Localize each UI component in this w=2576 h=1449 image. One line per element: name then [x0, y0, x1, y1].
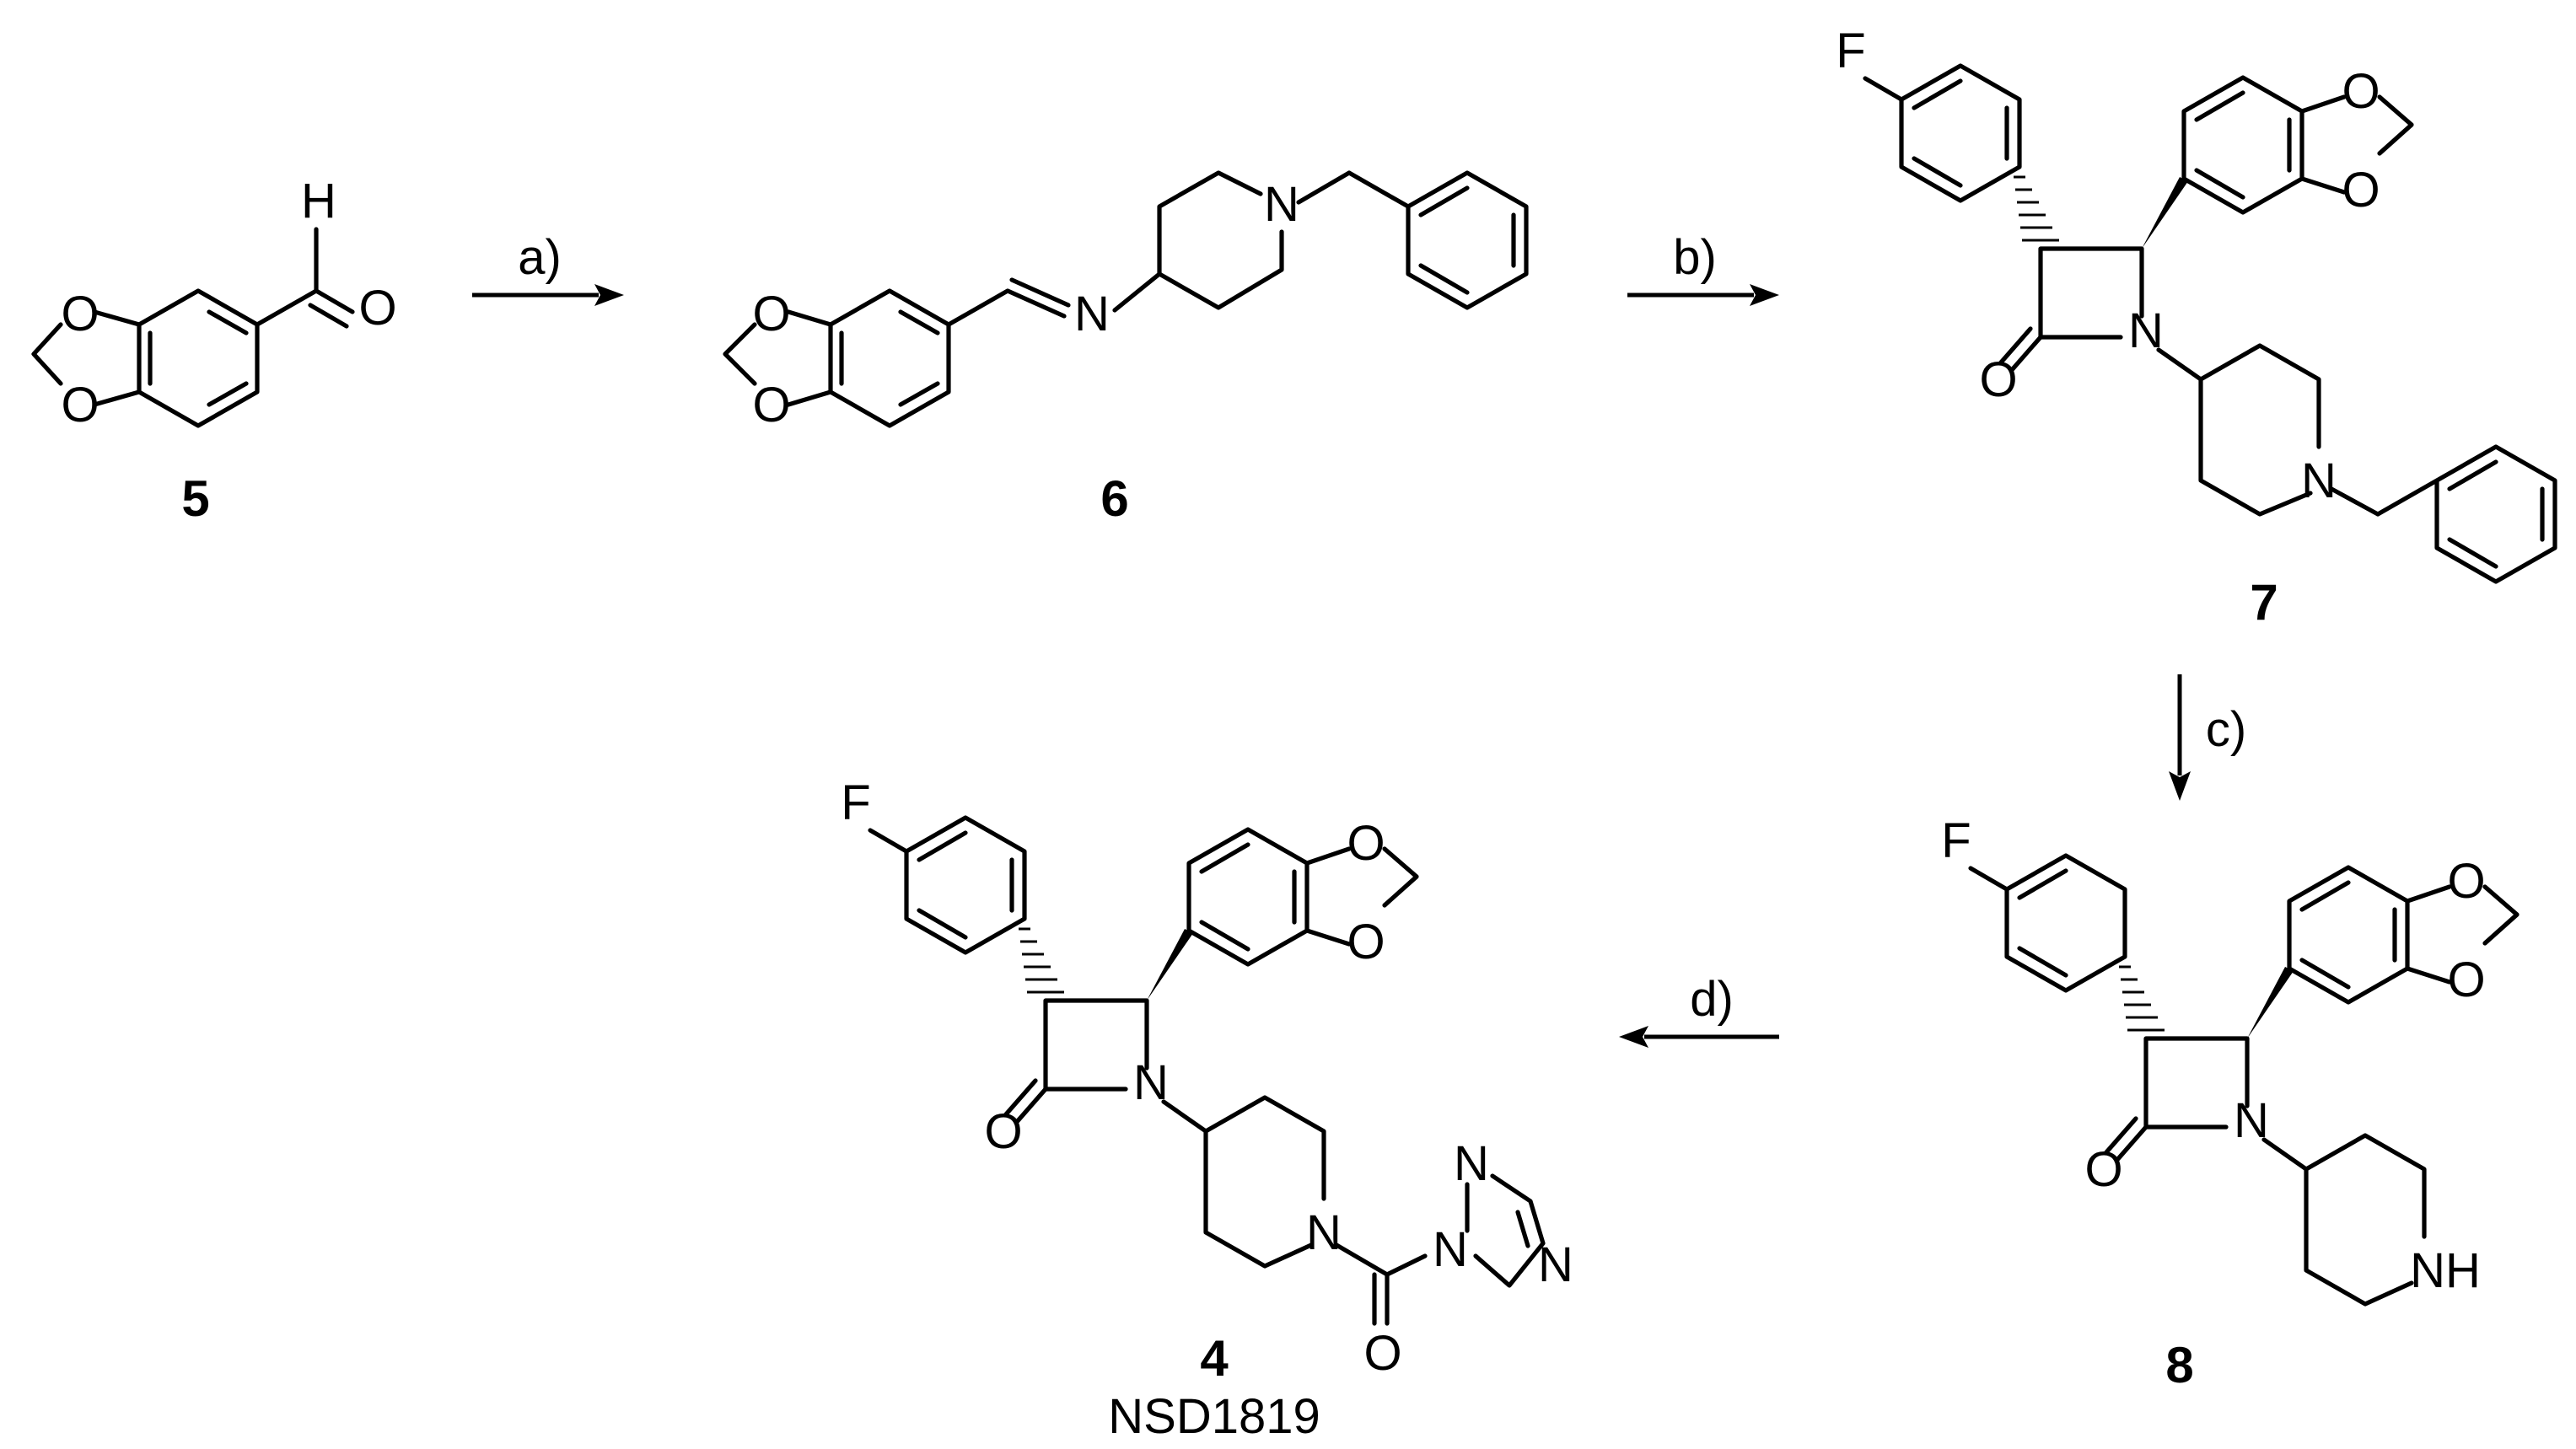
reaction-label-d: d): [1690, 972, 1734, 1027]
atom-o: O: [2342, 64, 2380, 119]
compound-4: F O N O O N N N N O 4 NSD1819: [841, 775, 1573, 1444]
atom-n: N: [1074, 287, 1110, 341]
atom-n: N: [1433, 1222, 1468, 1277]
reaction-arrow-b: b): [1627, 230, 1779, 306]
atom-o: O: [1363, 1326, 1401, 1381]
compound-label-7: 7: [2250, 574, 2278, 631]
atom-o: O: [2342, 163, 2380, 217]
atom-o: O: [2084, 1142, 2122, 1197]
atom-o: O: [752, 378, 790, 432]
atom-o: O: [984, 1104, 1022, 1159]
compound-8: F O N O O NH 8: [1941, 813, 2520, 1393]
atom-o: O: [1347, 816, 1385, 871]
atom-n: N: [1264, 177, 1299, 232]
atom-o: O: [61, 287, 99, 341]
compound-5: O O H O 5: [31, 174, 397, 527]
reaction-label-b: b): [1673, 230, 1717, 285]
reaction-label-c: c): [2206, 702, 2246, 757]
compound-label-5: 5: [181, 470, 209, 527]
atom-o: O: [752, 287, 790, 341]
compound-label-4: 4: [1200, 1330, 1229, 1387]
compound-name-nsd1819: NSD1819: [1108, 1389, 1320, 1444]
atom-o: O: [1347, 915, 1385, 969]
atom-o: O: [61, 378, 99, 432]
atom-f: F: [841, 775, 870, 830]
reaction-arrow-d: d): [1619, 972, 1779, 1048]
atom-n: N: [2301, 453, 2337, 508]
compound-6: O O N N 6: [723, 170, 1529, 527]
reaction-label-a: a): [518, 230, 562, 285]
atom-f: F: [1941, 813, 1971, 868]
atom-n: N: [1454, 1136, 1489, 1191]
atom-h: H: [301, 174, 336, 228]
atom-o: O: [2447, 953, 2485, 1007]
atom-o: O: [1979, 352, 2017, 407]
atom-f: F: [1836, 24, 1865, 78]
compound-label-8: 8: [2165, 1337, 2193, 1393]
reaction-arrow-c: c): [2169, 674, 2246, 801]
atom-n: N: [2234, 1093, 2269, 1148]
atom-o: O: [2447, 854, 2485, 909]
atom-o: O: [358, 281, 396, 335]
atom-n: N: [1306, 1205, 1342, 1260]
reaction-arrow-a: a): [472, 230, 624, 306]
atom-n: N: [2128, 303, 2164, 358]
compound-label-6: 6: [1100, 470, 1128, 527]
compound-7: F O N O O N 7: [1836, 24, 2557, 631]
atom-n: N: [1133, 1055, 1169, 1110]
atom-nh: NH: [2410, 1243, 2481, 1298]
atom-n: N: [1538, 1237, 1573, 1292]
